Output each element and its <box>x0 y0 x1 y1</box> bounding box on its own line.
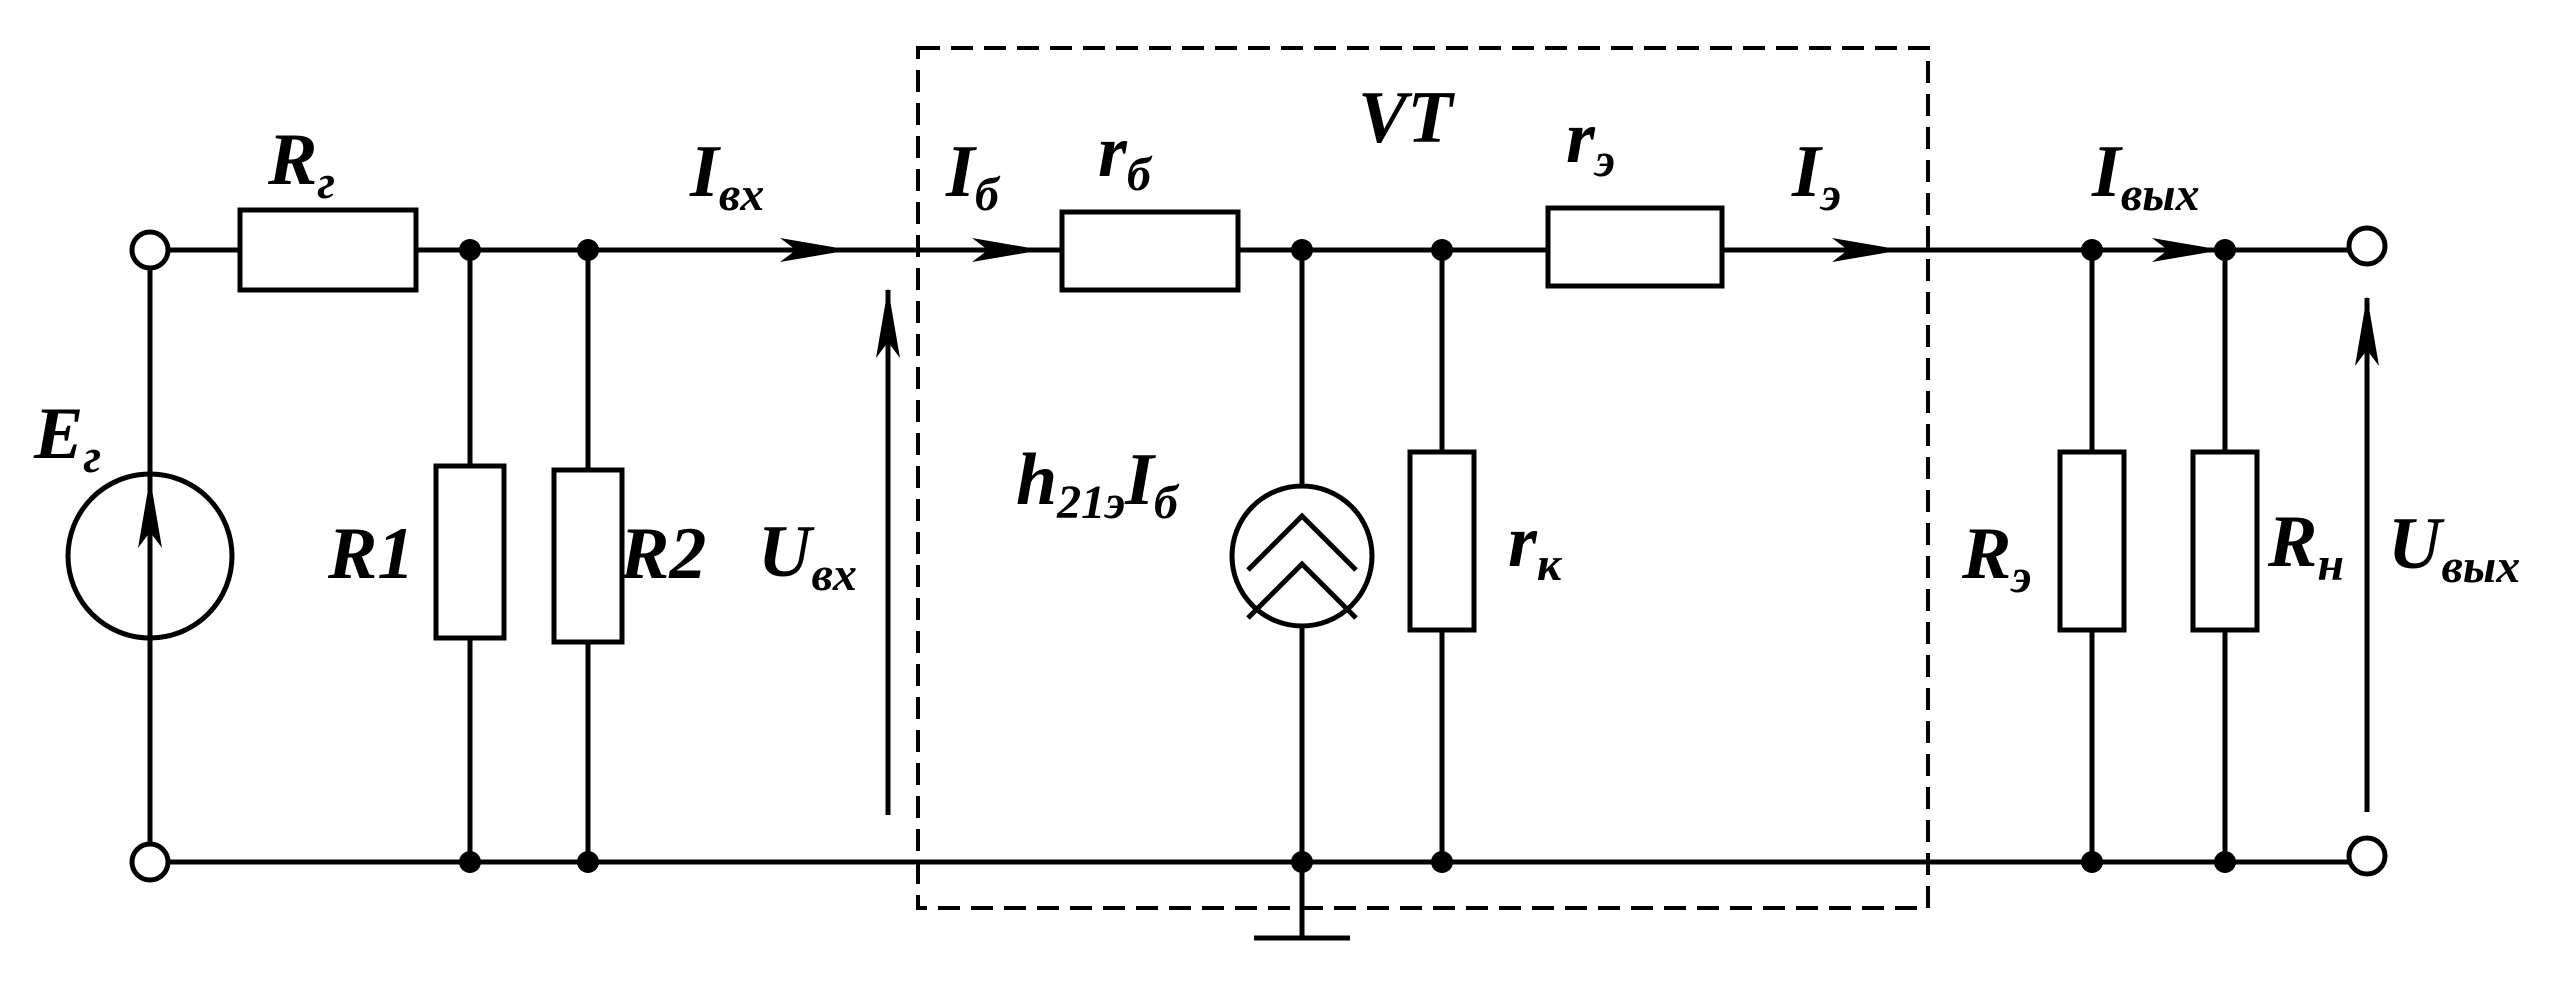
label-rn: Rн <box>2267 501 2344 591</box>
resistor-rg <box>237 207 419 293</box>
junction-dot <box>577 239 599 261</box>
label-rg: Rг <box>267 119 335 209</box>
current-source-chevron-2 <box>1246 560 1358 620</box>
label-ie: Iэ <box>1791 131 1841 221</box>
junction-dot <box>1291 851 1313 873</box>
label-eg: Eг <box>33 393 101 483</box>
label-rb: rб <box>1098 111 1153 201</box>
resistor-r1 <box>433 463 507 641</box>
output-terminal-bottom <box>2346 835 2388 877</box>
input-terminal-top <box>129 229 171 271</box>
resistor-rn <box>2190 449 2260 633</box>
resistor-rb <box>1059 209 1241 293</box>
current-source-chevron-1 <box>1246 512 1358 572</box>
label-ib: Iб <box>945 131 1001 221</box>
label-uout: Uвых <box>2388 503 2520 593</box>
resistor-r2 <box>551 467 625 645</box>
junction-dot <box>459 851 481 873</box>
resistor-rk <box>1407 449 1477 633</box>
label-r2: R2 <box>619 513 706 595</box>
output-terminal-top <box>2346 225 2388 267</box>
resistor-re <box>1545 205 1725 289</box>
label-uin: Uвх <box>758 511 857 601</box>
junction-dot <box>2214 239 2236 261</box>
input-terminal-bottom <box>129 841 171 883</box>
label-h21: h21эIб <box>1016 439 1180 529</box>
label-rem: Rэ <box>1961 513 2031 603</box>
resistor-rem <box>2057 449 2127 633</box>
label-iout: Iвых <box>2091 131 2200 221</box>
label-vt: VT <box>1358 77 1455 159</box>
label-re: rэ <box>1566 97 1615 187</box>
transistor-boundary <box>916 46 1930 910</box>
junction-dot <box>1431 851 1453 873</box>
label-r1: R1 <box>327 513 414 595</box>
label-rk: rк <box>1508 501 1563 591</box>
junction-dot <box>1431 239 1453 261</box>
junction-dot <box>577 851 599 873</box>
junction-dot <box>2081 239 2103 261</box>
junction-dot <box>1291 239 1313 261</box>
label-iin: Iвх <box>689 131 764 221</box>
junction-dot <box>2081 851 2103 873</box>
junction-dot <box>2214 851 2236 873</box>
current-source <box>1229 483 1375 629</box>
junction-dot <box>459 239 481 261</box>
